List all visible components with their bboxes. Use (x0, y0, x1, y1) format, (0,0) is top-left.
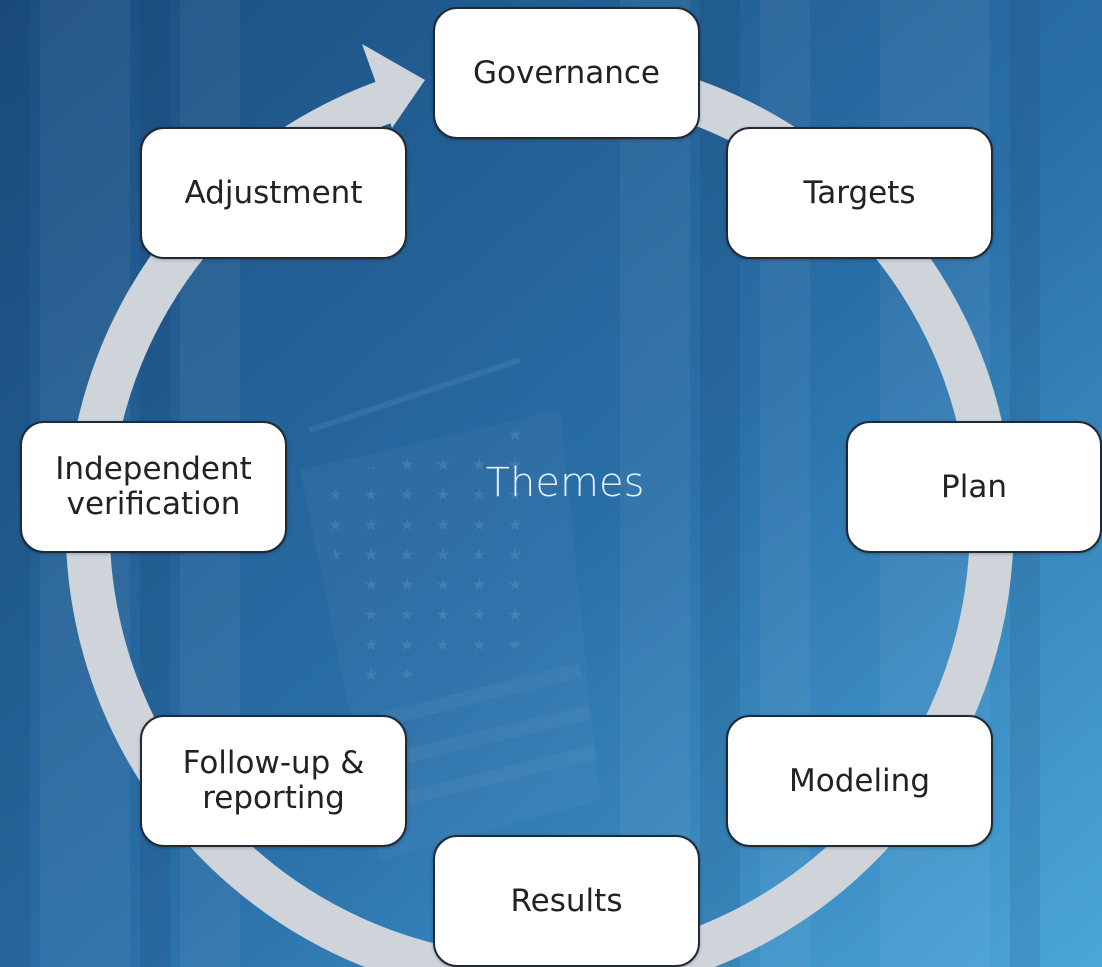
node-independent-verification: Independent verification (20, 421, 287, 553)
node-modeling: Modeling (726, 715, 993, 847)
node-targets: Targets (726, 127, 993, 259)
diagram-center-label: Themes (485, 460, 645, 506)
node-plan: Plan (846, 421, 1102, 553)
node-governance: Governance (433, 7, 700, 139)
clockwise-cycle-arrow-icon (362, 44, 425, 128)
cycle-ring (65, 58, 1014, 967)
node-results: Results (433, 835, 700, 967)
node-follow-up-reporting: Follow-up & reporting (140, 715, 407, 847)
node-adjustment: Adjustment (140, 127, 407, 259)
